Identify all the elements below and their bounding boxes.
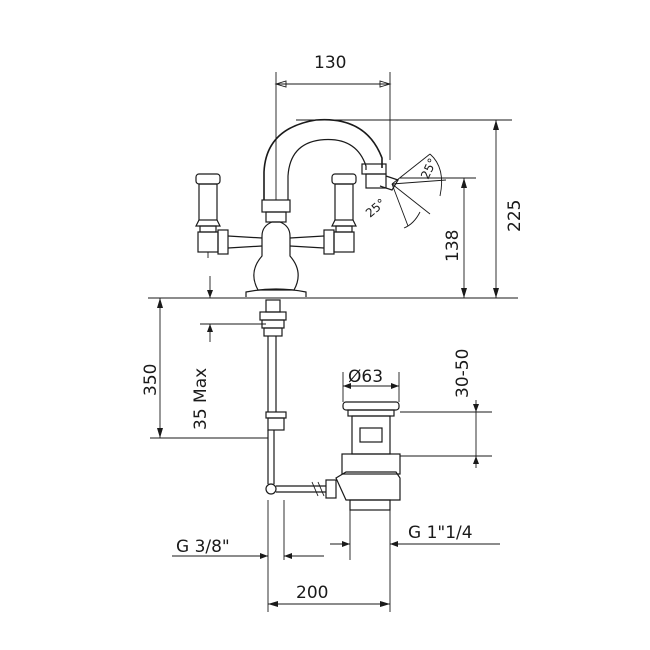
dim-130-label: 130	[314, 53, 346, 73]
angle-lower-label: 25°	[363, 196, 388, 220]
dim-200-label: 200	[296, 583, 328, 603]
dim-diameter	[342, 372, 400, 402]
dim-g38-label: G 3/8"	[176, 537, 230, 557]
dim-225	[296, 119, 512, 298]
dim-g114-label: G 1"1/4	[408, 523, 473, 543]
spout	[263, 118, 399, 200]
dim-350	[150, 298, 268, 439]
dim-138	[400, 177, 476, 298]
dim-30-50	[400, 400, 492, 468]
dim-35max	[200, 276, 266, 342]
right-handle	[323, 173, 357, 255]
left-handle	[195, 173, 229, 258]
supply-rod	[259, 299, 337, 499]
angle-indicator	[391, 153, 447, 229]
angle-upper-label: 25°	[418, 156, 440, 181]
dim-g114	[330, 510, 500, 612]
dim-138-label: 138	[443, 230, 463, 262]
dim-35max-label: 35 Max	[191, 368, 211, 430]
dim-350-label: 350	[141, 364, 161, 396]
dim-130	[274, 72, 392, 200]
dim-225-label: 225	[505, 200, 525, 232]
dim-30-50-label: 30-50	[453, 349, 473, 398]
faucet-body	[227, 199, 325, 297]
dim-200	[268, 601, 390, 607]
pop-up-waste	[335, 401, 401, 511]
dim-g38	[172, 500, 324, 612]
dim-diameter-label: Ø63	[348, 367, 383, 387]
